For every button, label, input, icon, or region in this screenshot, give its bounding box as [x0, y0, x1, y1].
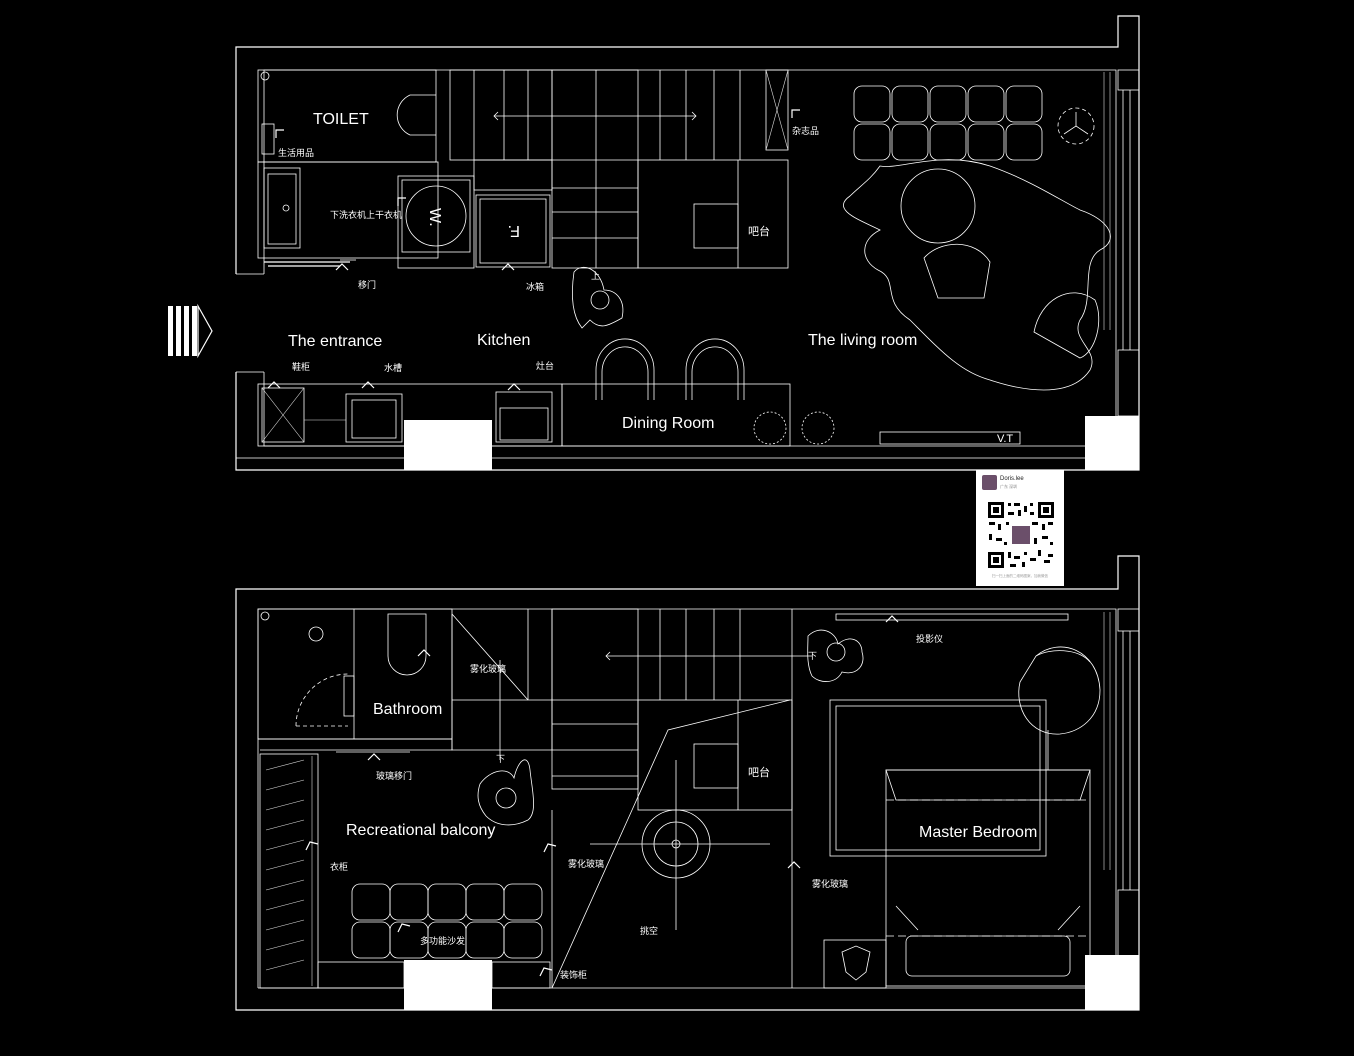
multi-sofa: [351, 883, 543, 959]
bathroom-label: Bathroom: [373, 701, 442, 718]
sliding-door-label: 移门: [358, 279, 376, 291]
bar-label-f2: 吧台: [748, 765, 770, 779]
kitchen-label: Kitchen: [477, 332, 530, 349]
stairs-f2: [551, 608, 812, 790]
decor-cabinet-label: 装饰柜: [560, 969, 587, 981]
stove-label: 灶台: [536, 360, 554, 372]
fridge-label: 冰箱: [526, 281, 544, 293]
entrance-label: The entrance: [288, 333, 382, 350]
qr-caption: 扫一扫上面的二维码图案，加我微信: [992, 574, 1048, 578]
qr-card: Doris.lee 广东 深圳 扫一扫上面的二维码图案，加我微信: [976, 470, 1064, 586]
master-bedroom-label: Master Bedroom: [919, 824, 1037, 841]
wardrobe: [259, 753, 319, 989]
qr-sub: 广东 深圳: [1000, 484, 1018, 489]
magazines-label: 杂志品: [792, 125, 819, 137]
floor-2-plan: [235, 555, 1140, 1011]
dining-room-label: Dining Room: [622, 415, 714, 432]
fridge-symbol: F.: [508, 222, 520, 239]
stairs-f1: [473, 69, 741, 269]
projector-label: 投影仪: [916, 633, 943, 645]
entry-arrow-icon: [168, 303, 213, 359]
frosted-glass-label-3: 雾化玻璃: [812, 878, 848, 890]
toilet-label: TOILET: [313, 111, 369, 128]
multi-sofa-label: 多功能沙发: [420, 935, 465, 947]
tv-label: V.T: [997, 433, 1013, 445]
avatar: [982, 475, 997, 490]
down-label-2: 下: [808, 652, 817, 662]
washer-dryer-label: 下洗衣机上干衣机: [330, 209, 402, 221]
down-label-1: 下: [496, 755, 505, 765]
wardrobe-label: 衣柜: [330, 861, 348, 873]
bar-label-f1: 吧台: [748, 224, 770, 238]
daily-goods-label: 生活用品: [278, 147, 314, 159]
bed: [829, 699, 1091, 987]
up-label: 上: [591, 271, 600, 282]
frosted-glass-label-2: 雾化玻璃: [568, 858, 604, 870]
sofa-f1: [853, 85, 1043, 161]
sink-label: 水槽: [384, 362, 402, 374]
recreational-balcony-label: Recreational balcony: [346, 822, 495, 839]
washer-symbol: W.: [426, 208, 443, 227]
void-label: 挑空: [640, 925, 658, 937]
floor-1-plan: [235, 15, 1140, 471]
qr-code-icon: [986, 500, 1056, 570]
frosted-glass-label-1: 雾化玻璃: [470, 663, 506, 675]
shoe-cabinet-label: 鞋柜: [292, 361, 310, 373]
qr-name: Doris.lee: [1000, 476, 1024, 482]
glass-sliding-door-label: 玻璃移门: [376, 770, 412, 782]
living-room-label: The living room: [808, 332, 917, 349]
